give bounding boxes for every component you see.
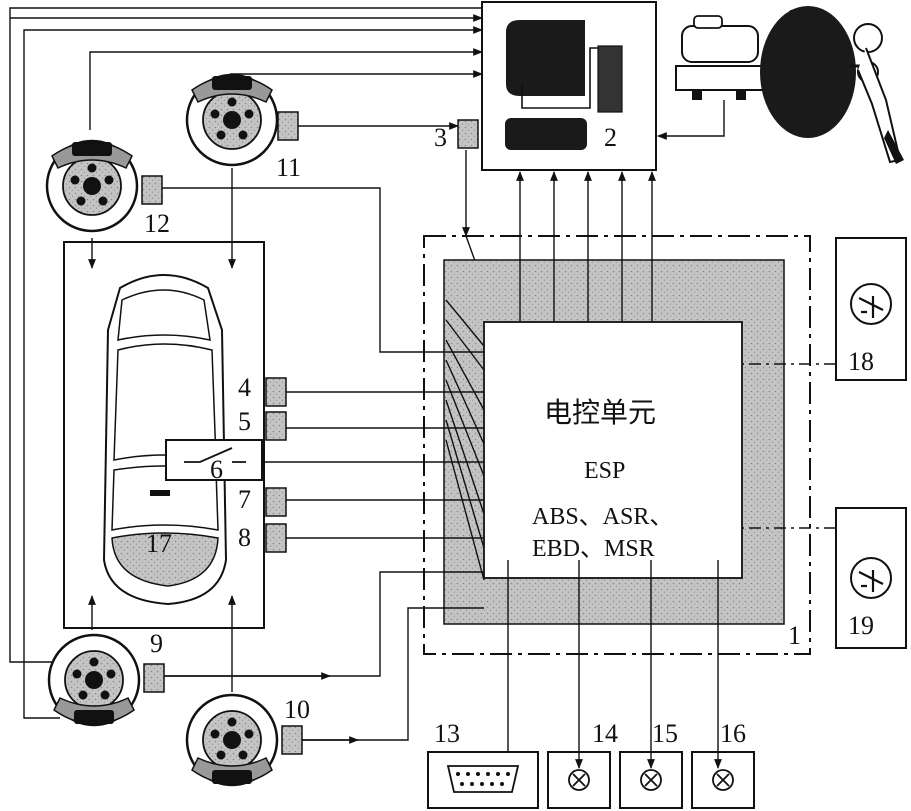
label-15: 15 bbox=[652, 719, 678, 748]
ecu-title: 电控单元 bbox=[544, 397, 656, 429]
warning-lamp-15: 15 bbox=[619, 560, 683, 809]
hydraulic-unit: 2 bbox=[481, 1, 657, 171]
brake-booster-assembly bbox=[657, 6, 904, 164]
label-2: 2 bbox=[604, 123, 617, 152]
ecu-to-hydraulic-lines bbox=[516, 171, 656, 322]
diagnostic-connector: 13 bbox=[427, 560, 539, 809]
label-14: 14 bbox=[592, 719, 618, 748]
label-17: 17 bbox=[146, 529, 172, 558]
label-12: 12 bbox=[144, 209, 170, 238]
label-4: 4 bbox=[238, 373, 251, 402]
brake-lines bbox=[9, 8, 482, 719]
label-16: 16 bbox=[720, 719, 746, 748]
label-7: 7 bbox=[238, 485, 251, 514]
ecu-system: ESP bbox=[584, 458, 625, 484]
ecu-functions-line1: ABS、ASR、 bbox=[532, 504, 673, 530]
wheel-rear-left: 9 bbox=[47, 571, 484, 727]
wheel-front-right: 11 bbox=[185, 73, 459, 182]
label-9: 9 bbox=[150, 629, 163, 658]
label-5: 5 bbox=[238, 407, 251, 436]
label-8: 8 bbox=[238, 523, 251, 552]
label-19: 19 bbox=[848, 611, 874, 640]
ecu-functions-line2: EBD、MSR bbox=[532, 536, 655, 562]
wheel-front-left: 12 bbox=[45, 139, 485, 356]
switch-19: 19 bbox=[742, 507, 907, 649]
switch-18: 18 bbox=[742, 237, 907, 381]
label-10: 10 bbox=[284, 695, 310, 724]
warning-lamp-16: 16 bbox=[691, 560, 755, 809]
ecu-module: 电控单元 ESP ABS、ASR、 EBD、MSR 1 bbox=[423, 235, 811, 655]
label-3: 3 bbox=[434, 123, 447, 152]
vehicle-sensors: 4 5 6 7 8 bbox=[165, 373, 485, 553]
warning-lamp-14: 14 bbox=[547, 560, 618, 809]
label-1: 1 bbox=[788, 621, 801, 650]
label-18: 18 bbox=[848, 347, 874, 376]
label-11: 11 bbox=[276, 153, 301, 182]
label-6: 6 bbox=[210, 455, 223, 484]
vehicle-panel: 17 bbox=[63, 168, 265, 692]
label-13: 13 bbox=[434, 719, 460, 748]
